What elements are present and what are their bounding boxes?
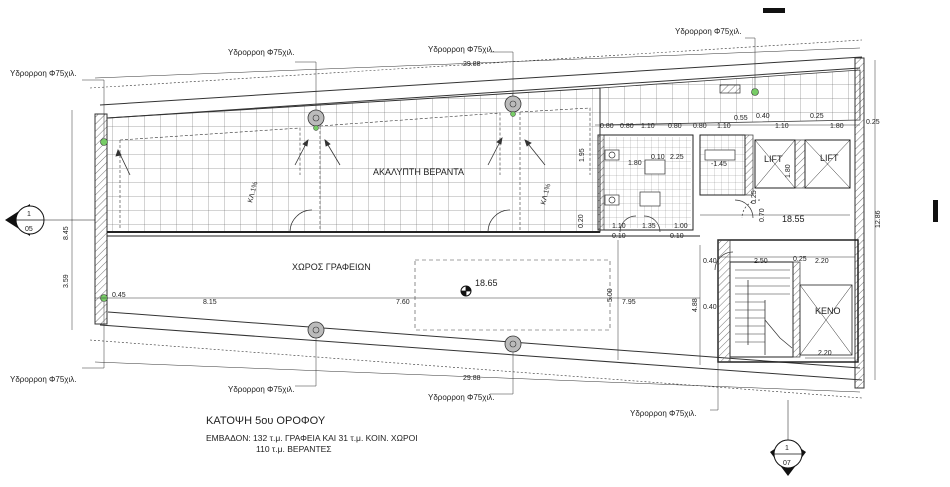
room-lift-2: LIFT [820,153,839,163]
right-wall [854,57,865,389]
room-lift-1: LIFT [764,154,783,164]
dim-020: 0.20 [578,214,585,228]
dim-top-total: 29.88 [463,61,481,68]
section-left-sheet: 05 [25,226,33,233]
dim-100: 1.00 [674,223,688,230]
dim-110-a: 1.10 [641,123,655,130]
cut-mark-top [763,8,785,13]
building-outline [89,39,863,399]
dim-080-c: 0.80 [620,123,634,130]
section-left-num: 1 [27,211,31,218]
dim-180-b: 1.80 [628,160,642,167]
section-bottom-sheet: 07 [783,460,791,467]
dim-080-b: 0.80 [693,123,707,130]
dim-010-a: 0.10 [651,154,665,161]
veranda-area [106,87,601,233]
dim-110-c: 1.10 [775,123,789,130]
dim-488: 4.88 [692,298,699,312]
dim-250: 2.50 [754,258,768,265]
drain-label-2: Υδρορροη Φ75χιλ. [228,48,295,57]
dim-010-b: 0.10 [670,233,684,240]
stairs [735,269,793,355]
level-stair: 18.55 [782,214,805,224]
dim-080-a: 0.80 [668,123,682,130]
dim-025-c: 0.25 [793,256,807,263]
level-main: 18.65 [475,278,498,288]
dim-500: 5.00 [607,288,614,302]
section-bottom-num: 1 [785,445,789,452]
dim-180-a: 1.80 [830,123,844,130]
section-mark-bottom [770,400,806,476]
dim-180-c: 1.80 [785,164,792,178]
dim-025-b: 0.25 [751,190,758,204]
dim-110-d: 1.10 [612,223,626,230]
drain-label-6: Υδρορροη Φ75χιλ. [228,385,295,394]
dim-220-a: 2.20 [815,258,829,265]
dim-760: 7.60 [396,299,410,306]
veranda-right-strip [599,69,861,126]
dim-055: 0.55 [734,115,748,122]
section-mark-left [5,204,95,236]
cut-mark-right [933,200,938,222]
drain-label-1: Υδρορροη Φ75χιλ. [10,69,77,78]
room-offices: ΧΩΡΟΣ ΓΡΑΦΕΙΩΝ [292,262,371,272]
dim-359: 3.59 [63,274,70,288]
dim-845: 8.45 [63,226,70,240]
dim-025-right: 0.25 [866,119,880,126]
caption-line-1: ΕΜΒΑΔΟΝ: 132 τ.μ. ΓΡΑΦΕΙΑ ΚΑΙ 31 τ.μ. ΚΟ… [206,433,418,443]
wc-fixtures [604,149,736,207]
level-marker [460,285,472,297]
dim-010-c: 0.10 [612,233,626,240]
dim-080-d: 0.80 [600,123,614,130]
room-void: ΚΕΝΟ [815,306,841,316]
caption-title: ΚΑΤΟΨΗ 5ου ΟΡΟΦΟΥ [206,415,326,427]
veranda-dashes [119,107,591,230]
dim-045: 0.45 [112,292,126,299]
dim-bottom-total: 29.88 [463,375,481,382]
room-veranda: ΑΚΑΛΥΠΤΗ ΒΕΡΑΝΤΑ [373,167,464,177]
core-columns [597,84,806,363]
dim-145: -1.45 [711,161,727,168]
drain-label-5: Υδρορροη Φ75χιλ. [10,375,77,384]
dim-040-b: 0.40 [703,258,717,265]
dim-025-a: 0.25 [810,113,824,120]
leader-lines [82,37,756,411]
dim-040: 0.40 [756,113,770,120]
dim-110-b: 1.10 [717,123,731,130]
dim-815: 8.15 [203,299,217,306]
dim-195: 1.95 [579,148,586,162]
dim-220-b: 2.20 [818,350,832,357]
caption-line-2: 110 τ.μ. ΒΕΡΑΝΤΕΣ [256,444,332,454]
office-dashed-area [414,259,611,331]
drain-arrows [115,137,546,176]
dim-225: 2.25 [670,154,684,161]
dim-135: 1.35 [642,223,656,230]
dim-040-c: 0.40 [703,304,717,311]
drain-label-4: Υδρορροη Φ75χιλ. [675,27,742,36]
dim-1286: 12.86 [875,210,882,228]
drain-label-3: Υδρορροη Φ75χιλ. [428,45,495,54]
veranda-doors [289,209,511,233]
dimension-lines [71,47,876,393]
dim-795: 7.95 [622,299,636,306]
drain-label-7: Υδρορροη Φ75χιλ. [428,393,495,402]
drain-label-8: Υδρορροη Φ75χιλ. [630,409,697,418]
drain-circles [100,88,759,353]
dim-070: 0.70 [759,208,766,222]
